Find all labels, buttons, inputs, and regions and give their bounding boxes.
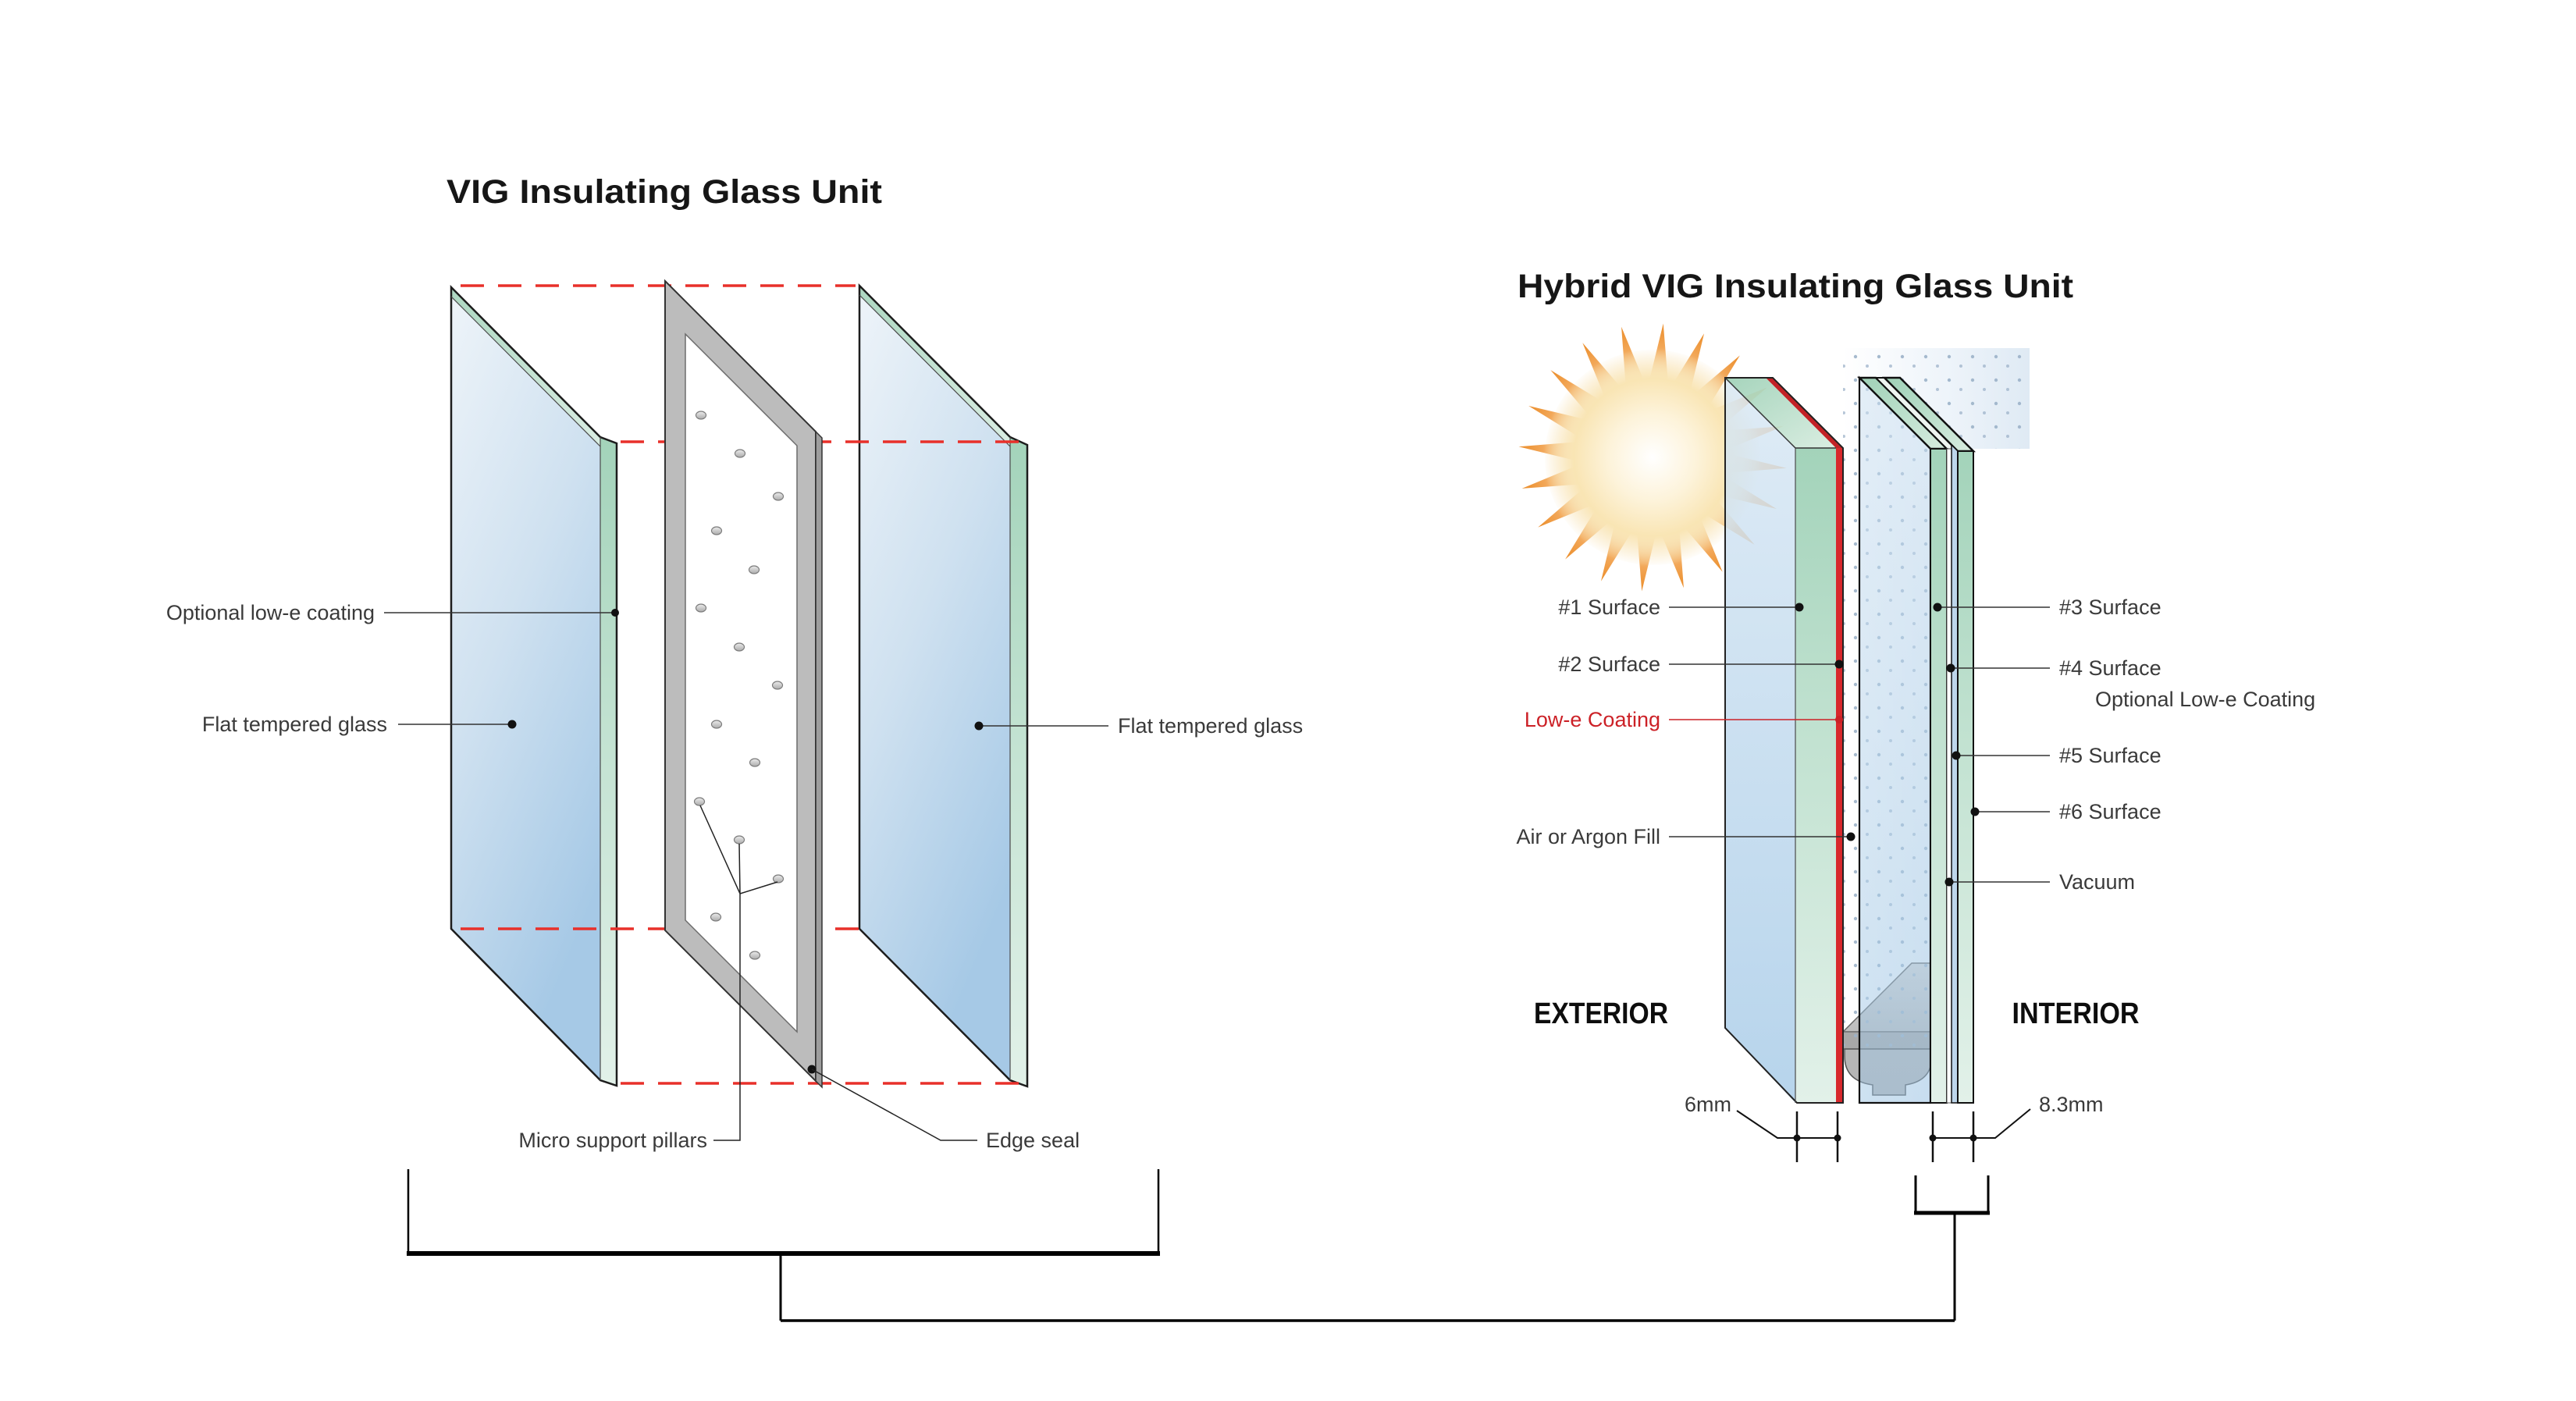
air-argon-label: Air or Argon Fill (1516, 825, 1660, 848)
glass-pane-right (858, 283, 1029, 1088)
bracket-connectors (407, 1169, 1990, 1322)
vacuum-label: Vacuum (2059, 870, 2135, 894)
exterior-label: EXTERIOR (1534, 997, 1668, 1030)
dim-8-3mm-label: 8.3mm (2039, 1093, 2104, 1116)
right-title: Hybrid VIG Insulating Glass Unit (1517, 268, 2073, 305)
exterior-pane (1724, 377, 1844, 1104)
micro-support-pillars (693, 411, 785, 960)
right-callouts: #1 Surface #2 Surface Low-e Coating Air … (1516, 596, 2315, 894)
vig-pane1 (1858, 375, 1948, 1104)
lowe-coating-label: Low-e Coating (1525, 708, 1660, 731)
surface4-optional-label: Optional Low-e Coating (2095, 688, 2315, 711)
vig-pane2 (1951, 443, 1974, 1104)
dimension-6mm: 6mm (1685, 1093, 1841, 1162)
hybrid-vig-diagram: #1 Surface #2 Surface Low-e Coating Air … (1516, 323, 2315, 1162)
interior-label: INTERIOR (2012, 997, 2140, 1030)
surface3-label: #3 Surface (2059, 596, 2161, 619)
left-title: VIG Insulating Glass Unit (447, 173, 882, 211)
dim-6mm-label: 6mm (1685, 1093, 1731, 1116)
surface2-label: #2 Surface (1558, 652, 1660, 676)
lowe-coating-layer (1836, 448, 1843, 1103)
edge-seal-frame (664, 279, 823, 1089)
vig-exploded-diagram: Optional low-e coating Flat tempered gla… (166, 279, 1303, 1152)
flat-glass-left-label: Flat tempered glass (202, 713, 387, 736)
surface6-label: #6 Surface (2059, 800, 2161, 823)
flat-glass-right-label: Flat tempered glass (1118, 714, 1303, 738)
dimension-8-3mm: 8.3mm (1929, 1093, 2104, 1162)
left-callouts: Optional low-e coating Flat tempered gla… (166, 601, 1303, 1152)
optional-lowe-label: Optional low-e coating (166, 601, 375, 624)
alignment-dashed-lines (461, 284, 1027, 1085)
surface5-label: #5 Surface (2059, 744, 2161, 767)
surface4-label: #4 Surface (2059, 656, 2161, 680)
surface1-label: #1 Surface (1558, 596, 1660, 619)
micro-pillars-label: Micro support pillars (518, 1129, 707, 1152)
edge-seal-label: Edge seal (986, 1129, 1080, 1152)
glass-pane-left (450, 284, 618, 1087)
vacuum-gap (1946, 448, 1952, 1104)
